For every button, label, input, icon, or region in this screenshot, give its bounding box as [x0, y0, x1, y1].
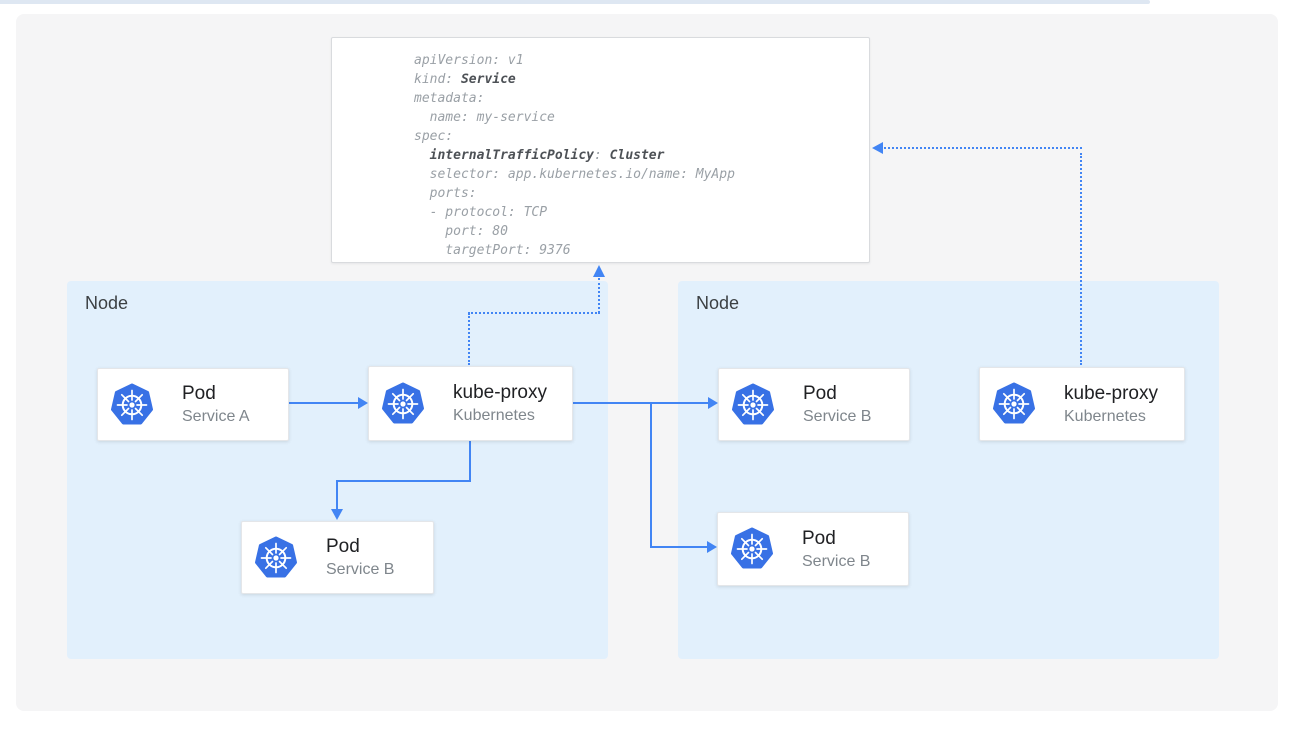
kubernetes-icon [254, 536, 298, 580]
card-subtitle: Kubernetes [1064, 407, 1146, 425]
card-pod-service-b-left: Pod Service B [241, 521, 434, 594]
arrow-branch-vertical [650, 402, 652, 548]
yaml-line: spec: [414, 129, 454, 144]
yaml-line: selector: app.kubernetes.io/name: MyApp [414, 167, 735, 182]
card-subtitle: Service B [803, 408, 872, 425]
arrowhead-right-icon [707, 541, 717, 553]
yaml-manifest-card: apiVersion: v1 kind: Service metadata: n… [331, 37, 870, 263]
yaml-line: apiVersion: v1 [414, 53, 524, 68]
card-title: Pod [326, 536, 360, 557]
card-kube-proxy-right: kube-proxy Kubernetes [979, 367, 1185, 441]
card-subtitle: Service B [802, 552, 871, 570]
card-subtitle: Service B [326, 561, 395, 578]
node-left: Node [67, 281, 608, 659]
dotted-line-left-to-yaml [598, 278, 600, 313]
arrowhead-right-icon [358, 397, 368, 409]
yaml-line: ports: [414, 186, 477, 201]
card-title: kube-proxy [453, 382, 547, 403]
card-pod-service-b-right-bottom: Pod Service B [717, 512, 909, 586]
card-subtitle: Service A [182, 408, 250, 425]
yaml-line: name: my-service [414, 110, 555, 125]
kubernetes-icon [731, 383, 775, 427]
card-title: Pod [182, 383, 216, 404]
arrow-branch-to-right-pod-bottom [650, 546, 708, 548]
card-title: Pod [802, 527, 836, 549]
yaml-line: targetPort: 9376 [414, 243, 571, 258]
card-subtitle: Kubernetes [453, 407, 535, 424]
card-kube-proxy-left: kube-proxy Kubernetes [368, 366, 573, 441]
yaml-line: - protocol: TCP [414, 205, 548, 220]
yaml-line: internalTrafficPolicy: Cluster [414, 148, 665, 163]
kubernetes-icon [992, 382, 1036, 426]
dotted-line-right-kube-proxy-up [1080, 153, 1082, 365]
dotted-arrowhead-left-icon [872, 142, 883, 154]
kubernetes-icon [381, 382, 425, 426]
yaml-line: port: 80 [414, 224, 508, 239]
top-accent-bar [0, 0, 1150, 4]
yaml-line: kind: Service [414, 72, 516, 87]
dotted-line-left-kube-proxy-up [468, 313, 470, 365]
arrow-to-pod-b-left [336, 480, 338, 510]
arrowhead-right-icon [708, 397, 718, 409]
arrow-kube-proxy-left [336, 480, 471, 482]
card-title: kube-proxy [1064, 382, 1158, 404]
arrow-kube-proxy-to-right-pod-top [573, 402, 709, 404]
dotted-line-left-horizontal [468, 312, 600, 314]
dotted-line-right-horizontal [884, 147, 1082, 149]
card-pod-service-b-right-top: Pod Service B [718, 368, 910, 441]
node-right: Node [678, 281, 1219, 659]
dotted-arrowhead-up-icon [593, 265, 605, 277]
kubernetes-icon [730, 527, 774, 571]
card-title: Pod [803, 383, 837, 404]
node-right-label: Node [696, 293, 740, 313]
kubernetes-icon [110, 383, 154, 427]
card-pod-service-a: Pod Service A [97, 368, 289, 441]
arrow-pod-a-to-kube-proxy [289, 402, 359, 404]
arrow-kube-proxy-down [469, 441, 471, 482]
yaml-line: metadata: [414, 91, 485, 106]
node-left-label: Node [85, 293, 129, 313]
arrowhead-down-icon [331, 509, 343, 520]
